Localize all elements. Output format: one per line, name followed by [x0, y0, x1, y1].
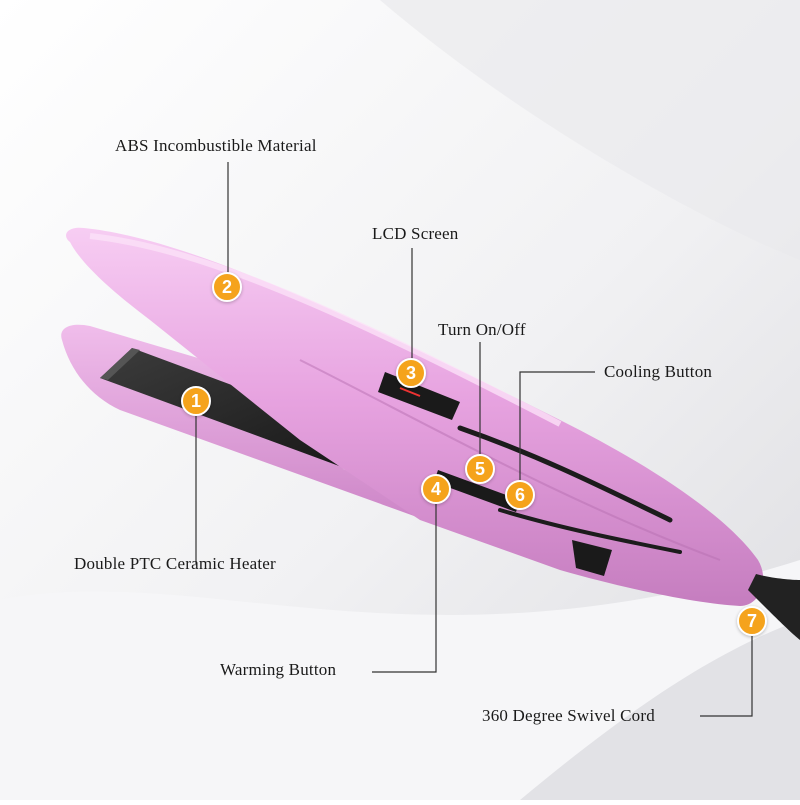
body-seam [299, 359, 721, 561]
body-highlight [89, 233, 562, 427]
swivel-cord [748, 574, 800, 640]
label-swivel-cord: 360 Degree Swivel Cord [482, 706, 655, 725]
label-turn-on-off: Turn On/Off [438, 320, 526, 339]
cooling-slot [457, 425, 673, 523]
label-warming-button: Warming Button [220, 660, 337, 679]
label-ceramic-heater: Double PTC Ceramic Heater [74, 554, 276, 573]
upper-arm [66, 227, 764, 606]
callout-badge-5: 5 [465, 454, 495, 484]
lower-slot [498, 508, 682, 554]
lcd-indicator [399, 387, 421, 397]
fabric-fold [380, 0, 800, 260]
callout-badge-2: 2 [212, 272, 242, 302]
label-abs-material: ABS Incombustible Material [115, 136, 317, 155]
grip-pad [572, 540, 612, 576]
callout-badge-1: 1 [181, 386, 211, 416]
plate-edge [100, 348, 140, 380]
callout-badge-6: 6 [505, 480, 535, 510]
label-cooling-button: Cooling Button [604, 362, 713, 381]
leader-line-6 [519, 371, 595, 490]
leader-line-7 [700, 622, 753, 717]
callout-badge-4: 4 [421, 474, 451, 504]
leader-lines [195, 162, 753, 717]
control-buttons [434, 470, 520, 512]
callout-badge-3: 3 [396, 358, 426, 388]
callout-badge-7: 7 [737, 606, 767, 636]
leader-line-4 [372, 490, 437, 673]
fabric-fold [520, 620, 800, 800]
label-lcd-screen: LCD Screen [372, 224, 459, 243]
